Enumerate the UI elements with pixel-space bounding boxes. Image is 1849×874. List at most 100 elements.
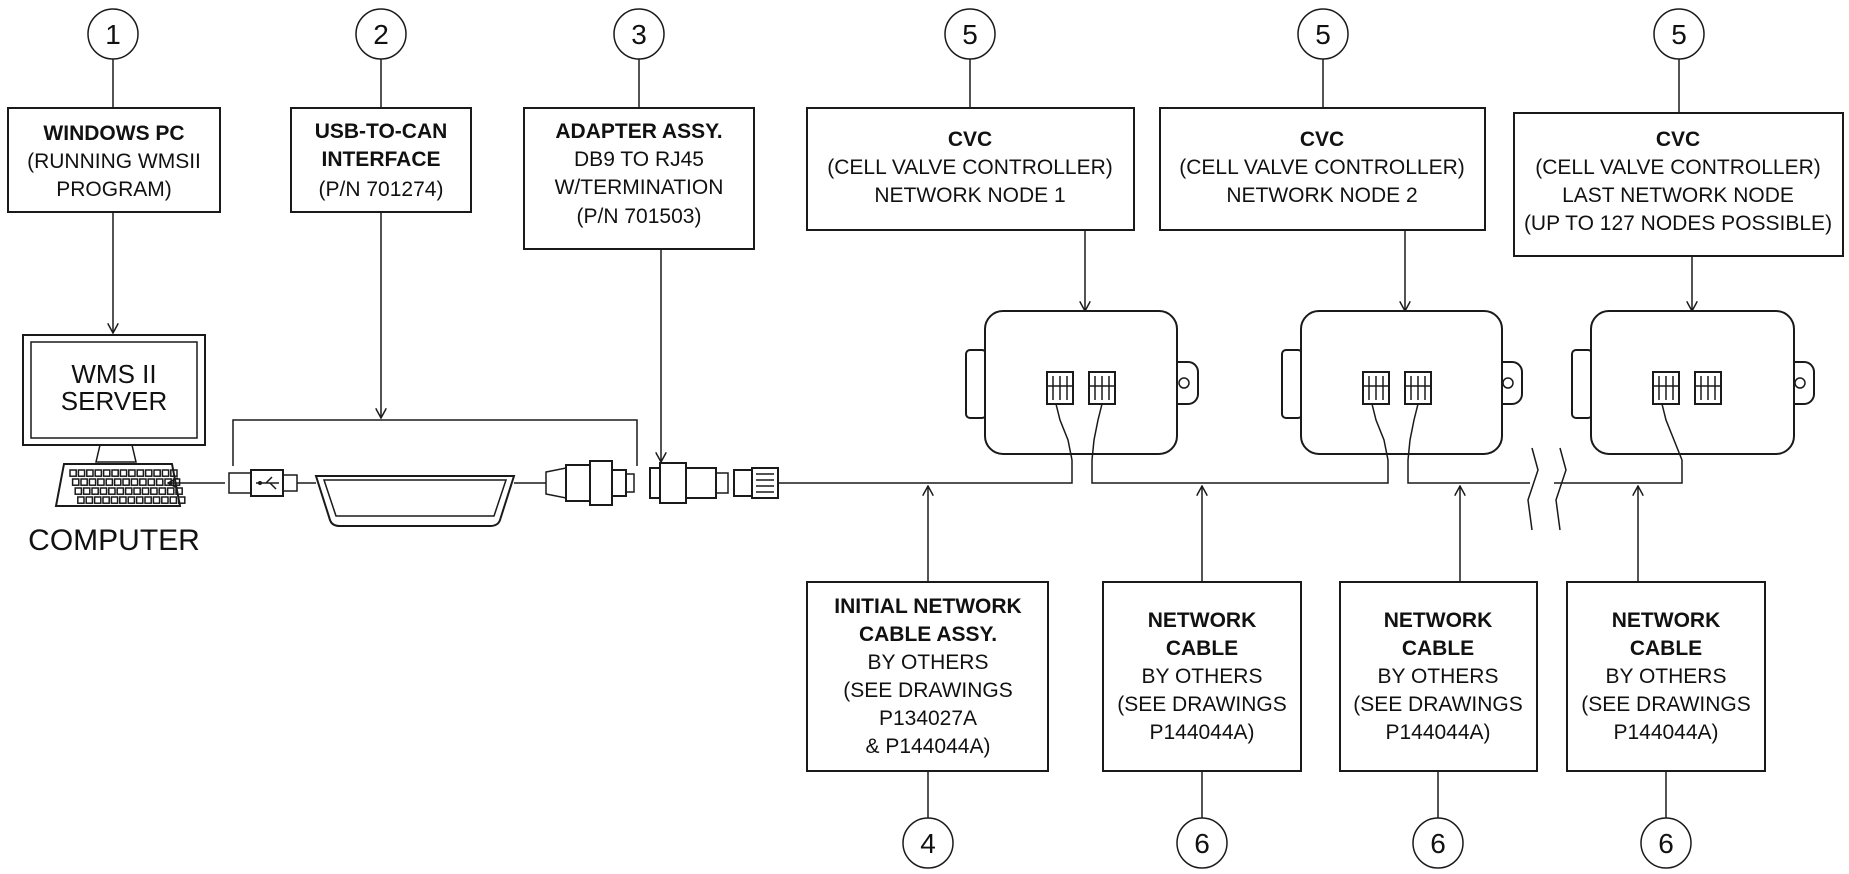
svg-text:5: 5 bbox=[1315, 19, 1331, 50]
svg-text:6: 6 bbox=[1194, 828, 1210, 859]
keyboard-key bbox=[169, 496, 178, 504]
callout-2: 2 bbox=[355, 8, 407, 60]
keyboard-key bbox=[97, 478, 105, 486]
svg-text:USB-TO-CAN: USB-TO-CAN bbox=[315, 120, 448, 143]
svg-text:DB9 TO RJ45: DB9 TO RJ45 bbox=[574, 148, 704, 171]
computer-keyboard bbox=[54, 463, 186, 507]
svg-text:(P/N 701274): (P/N 701274) bbox=[319, 178, 444, 201]
keyboard-key bbox=[74, 487, 83, 495]
callout-6-cable-3: 6 bbox=[1640, 817, 1692, 869]
callout-5-node-1: 5 bbox=[944, 8, 996, 60]
svg-text:NETWORK NODE 1: NETWORK NODE 1 bbox=[874, 184, 1065, 207]
svg-text:P144044A): P144044A) bbox=[1613, 721, 1718, 744]
initial-network-cable-box: INITIAL NETWORK CABLE ASSY. BY OTHERS (S… bbox=[806, 581, 1049, 772]
computer-label: COMPUTER bbox=[28, 524, 200, 557]
keyboard-key bbox=[85, 496, 94, 504]
adapter-assy-box: ADAPTER ASSY. DB9 TO RJ45 W/TERMINATION … bbox=[523, 107, 755, 250]
svg-text:(RUNNING WMSII: (RUNNING WMSII bbox=[27, 150, 201, 173]
usb-to-can-interface bbox=[314, 475, 546, 527]
svg-text:NETWORK NODE 2: NETWORK NODE 2 bbox=[1226, 184, 1417, 207]
keyboard-key bbox=[130, 478, 139, 486]
keyboard-key bbox=[124, 487, 133, 495]
keyboard-key bbox=[144, 496, 152, 504]
cable-break-mark-2 bbox=[1555, 447, 1567, 531]
svg-text:SERVER: SERVER bbox=[61, 386, 167, 416]
usb-to-can-box: USB-TO-CAN INTERFACE (P/N 701274) bbox=[290, 107, 472, 213]
svg-text:(SEE DRAWINGS: (SEE DRAWINGS bbox=[843, 679, 1013, 702]
svg-text:LAST NETWORK NODE: LAST NETWORK NODE bbox=[1562, 184, 1794, 207]
keyboard-key bbox=[161, 469, 170, 477]
keyboard-key bbox=[82, 487, 91, 495]
keyboard-key bbox=[150, 487, 158, 495]
svg-text:BY OTHERS: BY OTHERS bbox=[868, 651, 989, 674]
keyboard-key bbox=[80, 478, 88, 486]
callout-6-cable-2: 6 bbox=[1412, 817, 1464, 869]
svg-text:(CELL VALVE CONTROLLER): (CELL VALVE CONTROLLER) bbox=[1179, 156, 1465, 179]
keyboard-key bbox=[144, 469, 153, 477]
keyboard-key bbox=[152, 496, 161, 504]
svg-text:INITIAL NETWORK: INITIAL NETWORK bbox=[834, 595, 1021, 618]
keyboard-key bbox=[102, 496, 110, 504]
keyboard-key bbox=[166, 487, 175, 495]
svg-text:CVC: CVC bbox=[1300, 128, 1344, 151]
keyboard-key bbox=[113, 478, 122, 486]
cvc-node-1-box: CVC (CELL VALVE CONTROLLER) NETWORK NODE… bbox=[806, 107, 1135, 231]
callout-3: 3 bbox=[613, 8, 665, 60]
keyboard-key bbox=[170, 469, 178, 477]
svg-text:W/TERMINATION: W/TERMINATION bbox=[555, 176, 724, 199]
svg-text:(SEE DRAWINGS: (SEE DRAWINGS bbox=[1117, 693, 1287, 716]
svg-text:PROGRAM): PROGRAM) bbox=[56, 178, 172, 201]
keyboard-key bbox=[94, 469, 103, 477]
svg-text:ADAPTER ASSY.: ADAPTER ASSY. bbox=[555, 120, 722, 143]
svg-text:CABLE: CABLE bbox=[1402, 637, 1474, 660]
keyboard-key bbox=[177, 496, 186, 504]
keyboard-key bbox=[105, 478, 114, 486]
svg-text:BY OTHERS: BY OTHERS bbox=[1142, 665, 1263, 688]
svg-text:CABLE: CABLE bbox=[1166, 637, 1238, 660]
keyboard-key bbox=[86, 469, 94, 477]
svg-text:(P/N 701503): (P/N 701503) bbox=[577, 205, 702, 228]
svg-text:3: 3 bbox=[631, 19, 647, 50]
keyboard-key bbox=[93, 496, 102, 504]
keyboard-key bbox=[108, 487, 116, 495]
keyboard-key bbox=[153, 469, 161, 477]
keyboard-key bbox=[111, 469, 119, 477]
cvc-enclosure-2 bbox=[1281, 310, 1523, 461]
keyboard-key bbox=[139, 478, 147, 486]
network-cable-box-1: NETWORK CABLE BY OTHERS (SEE DRAWINGS P1… bbox=[1102, 581, 1302, 772]
svg-text:4: 4 bbox=[920, 828, 936, 859]
svg-text:BY OTHERS: BY OTHERS bbox=[1378, 665, 1499, 688]
keyboard-key bbox=[136, 469, 145, 477]
cvc-node-2-box: CVC (CELL VALVE CONTROLLER) NETWORK NODE… bbox=[1159, 107, 1486, 231]
network-cable-2 bbox=[1407, 460, 1530, 484]
svg-text:(UP TO 127 NODES POSSIBLE): (UP TO 127 NODES POSSIBLE) bbox=[1524, 212, 1832, 235]
svg-text:WINDOWS PC: WINDOWS PC bbox=[43, 122, 184, 145]
keyboard-key bbox=[161, 496, 169, 504]
network-cable-box-3: NETWORK CABLE BY OTHERS (SEE DRAWINGS P1… bbox=[1566, 581, 1766, 772]
db9-connector bbox=[545, 460, 635, 506]
keyboard-key bbox=[164, 478, 172, 486]
svg-text:NETWORK: NETWORK bbox=[1148, 609, 1257, 632]
usb-plug bbox=[228, 469, 316, 497]
svg-text:6: 6 bbox=[1430, 828, 1446, 859]
usb-to-can-bracket bbox=[232, 419, 638, 466]
keyboard-key bbox=[69, 469, 77, 477]
svg-text:CVC: CVC bbox=[1656, 128, 1700, 151]
network-cable-box-2: NETWORK CABLE BY OTHERS (SEE DRAWINGS P1… bbox=[1339, 581, 1538, 772]
keyboard-key bbox=[122, 478, 130, 486]
keyboard-key bbox=[158, 487, 167, 495]
svg-text:& P144044A): & P144044A) bbox=[866, 735, 991, 758]
callout-1: 1 bbox=[87, 8, 139, 60]
keyboard-key bbox=[147, 478, 156, 486]
keyboard-key bbox=[77, 496, 85, 504]
keyboard-key bbox=[119, 496, 127, 504]
svg-text:P134027A: P134027A bbox=[879, 707, 977, 730]
keyboard-key bbox=[135, 496, 144, 504]
svg-text:1: 1 bbox=[105, 19, 121, 50]
keyboard-key bbox=[88, 478, 97, 486]
svg-text:CABLE: CABLE bbox=[1630, 637, 1702, 660]
windows-pc-box: WINDOWS PC (RUNNING WMSII PROGRAM) bbox=[7, 107, 221, 213]
svg-text:(SEE DRAWINGS: (SEE DRAWINGS bbox=[1581, 693, 1751, 716]
keyboard-key bbox=[119, 469, 128, 477]
